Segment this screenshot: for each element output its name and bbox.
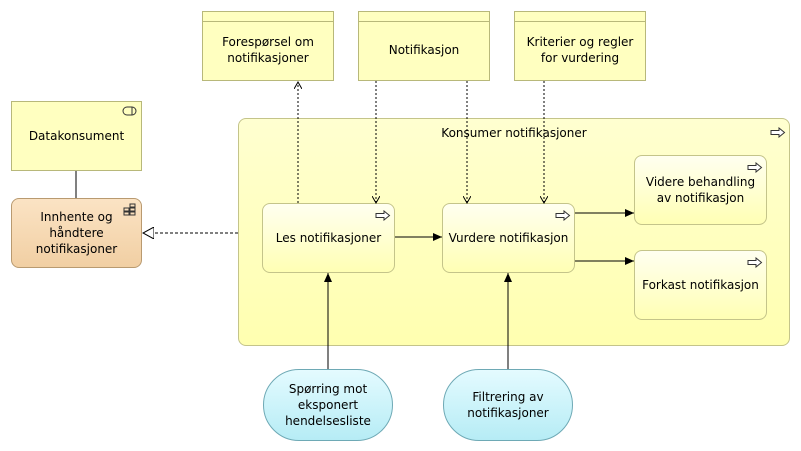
process-arrow-icon — [747, 162, 763, 173]
object-header — [515, 12, 645, 22]
process-arrow-icon — [555, 210, 571, 221]
collaboration-icon — [123, 203, 136, 216]
object-label: Notifikasjon — [388, 43, 460, 57]
collaboration-innhente: Innhente og håndtere notifikasjoner — [11, 198, 142, 268]
process-label: Videre behandling av notifikasjon — [645, 175, 756, 205]
process-forkast: Forkast notifikasjon — [634, 250, 767, 320]
event-label: Spørring mot eksponert hendelsesliste — [285, 382, 371, 428]
process-label: Vurdere notifikasjon — [448, 231, 569, 245]
object-foresporsel: Forespørsel om notifikasjoner — [202, 11, 334, 81]
process-arrow-icon — [747, 257, 763, 268]
event-sporring: Spørring mot eksponert hendelsesliste — [263, 369, 393, 441]
process-label: Les notifikasjoner — [275, 231, 382, 245]
object-kriterier: Kriterier og regler for vurdering — [514, 11, 646, 81]
process-label: Forkast notifikasjon — [642, 278, 759, 292]
object-label: Kriterier og regler for vurdering — [526, 35, 634, 65]
object-header — [359, 12, 489, 22]
group-label: Konsumer notifikasjoner — [441, 126, 587, 140]
event-label: Filtrering av notifikasjoner — [467, 390, 549, 420]
process-arrow-icon — [375, 210, 391, 221]
object-notifikasjon: Notifikasjon — [358, 11, 490, 81]
object-header — [203, 12, 333, 22]
process-arrow-icon — [770, 127, 786, 138]
collaboration-label: Innhente og håndtere notifikasjoner — [35, 210, 118, 256]
process-les: Les notifikasjoner — [262, 203, 395, 273]
object-label: Forespørsel om notifikasjoner — [222, 35, 314, 65]
process-videre: Videre behandling av notifikasjon — [634, 155, 767, 225]
role-icon — [122, 106, 137, 116]
role-datakonsument: Datakonsument — [11, 101, 142, 171]
event-filtrering: Filtrering av notifikasjoner — [443, 369, 573, 441]
process-vurdere: Vurdere notifikasjon — [442, 203, 575, 273]
role-label: Datakonsument — [28, 129, 125, 143]
